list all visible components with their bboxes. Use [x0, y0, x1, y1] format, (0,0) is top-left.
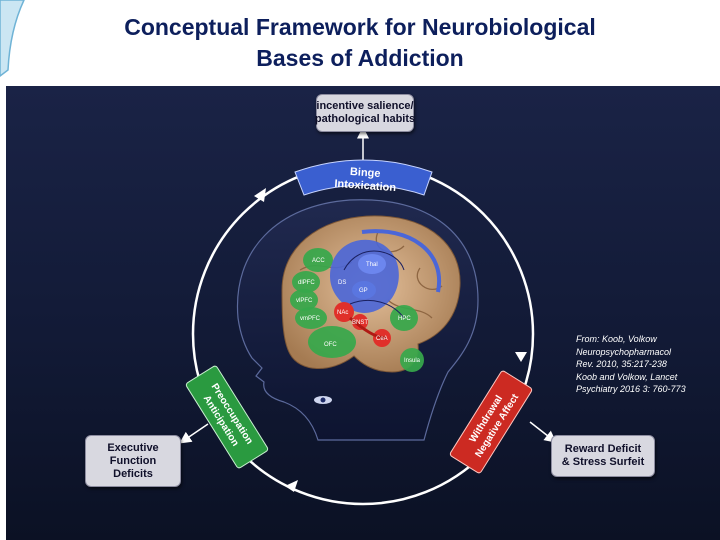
corner-decoration [0, 0, 25, 77]
region-nac [334, 302, 354, 322]
arrow-to-executive [179, 423, 209, 444]
label-hpc: HPC [398, 316, 411, 322]
label-insula: Insula [404, 358, 421, 364]
arrow-to-reward [529, 421, 557, 443]
region-vmpfc [295, 307, 327, 329]
label-vlpfc: vlPFC [296, 298, 313, 304]
region-acc [303, 248, 333, 272]
region-bnst [352, 314, 368, 330]
reward-line-1: Reward Deficit [564, 443, 642, 455]
label-cea: CeA [376, 336, 388, 342]
stage-binge-line2: Intoxication [334, 178, 397, 194]
label-vmpfc: vmPFC [300, 316, 321, 322]
cycle-arrow-bottom [285, 480, 298, 492]
label-ofc: OFC [324, 342, 337, 348]
cycle-arrow-left [254, 188, 266, 202]
region-insula [400, 348, 424, 372]
executive-function-box: Executive Function Deficits [85, 435, 181, 487]
stage-preoccupation-anticipation: Preoccupation Anticipation [185, 365, 269, 469]
label-bnst: BNST [352, 320, 368, 326]
citation-line-3: Rev. 2010, 35:217-238 [576, 359, 667, 369]
reward-deficit-box: Reward Deficit & Stress Surfeit [551, 435, 655, 477]
incentive-line-2: pathological habits [314, 113, 416, 125]
title-line-2: Bases of Addiction [256, 45, 464, 71]
executive-line-3: Deficits [113, 467, 153, 480]
citation: From: Koob, Volkow Neuropsychopharmacol … [576, 333, 716, 396]
cycle-arrow-right [515, 352, 527, 362]
region-dlpfc [292, 271, 320, 293]
label-nac: NAc [337, 310, 348, 316]
region-thal [358, 254, 386, 274]
addiction-cycle-diagram: ACC dlPFC vlPFC vmPFC OFC DS Thal GP NAc… [179, 126, 557, 506]
incentive-line-1: incentive salience/ [316, 100, 414, 112]
citation-line-1: From: Koob, Volkow [576, 334, 657, 344]
executive-line-2: Function [109, 454, 157, 467]
stage-binge-intoxication [294, 159, 433, 196]
label-thal: Thal [366, 262, 378, 268]
citation-line-5: Psychiatry 2016 3: 760-773 [576, 384, 686, 394]
slide-title: Conceptual Framework for Neurobiological… [60, 12, 660, 74]
stage-binge-line1: Binge [350, 166, 381, 180]
title-line-1: Conceptual Framework for Neurobiological [124, 14, 596, 40]
label-acc: ACC [312, 258, 325, 264]
label-ds: DS [338, 280, 346, 286]
region-vlpfc [290, 289, 318, 311]
stage-withdrawal-negative-affect: Withdrawal Negative Affect [449, 370, 533, 474]
region-ofc [308, 326, 356, 358]
citation-line-2: Neuropsychopharmacol [576, 346, 672, 357]
label-dlpfc: dlPFC [298, 280, 315, 286]
reward-line-2: & Stress Surfeit [561, 456, 645, 468]
incentive-salience-box: incentive salience/ pathological habits [314, 94, 416, 132]
label-gp: GP [359, 288, 368, 294]
fornix-arc [361, 229, 442, 293]
region-gp [352, 281, 376, 299]
executive-line-1: Executive [107, 441, 159, 454]
citation-line-4: Koob and Volkow, Lancet [576, 371, 678, 382]
